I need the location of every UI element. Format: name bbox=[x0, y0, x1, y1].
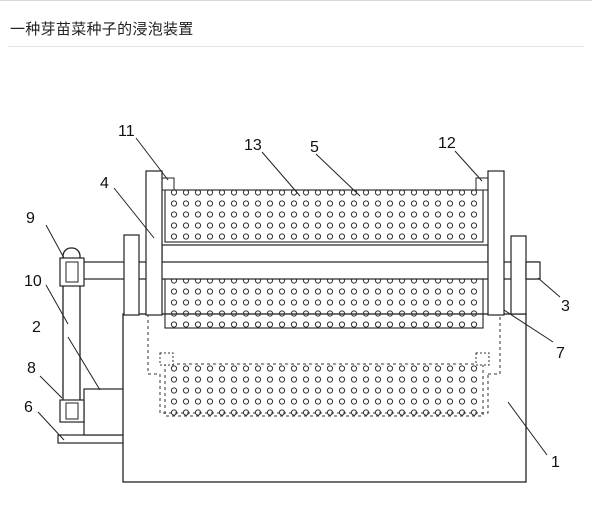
callout-1: 1 bbox=[551, 454, 560, 471]
callout-3: 3 bbox=[561, 298, 570, 315]
page-title: 一种芽苗菜种子的浸泡装置 bbox=[10, 20, 194, 38]
callout-12: 12 bbox=[438, 135, 456, 152]
middle-basket bbox=[164, 277, 484, 329]
callout-labels: 1 2 3 4 5 6 7 8 9 10 11 12 13 bbox=[24, 123, 570, 471]
leader-lines bbox=[37, 137, 561, 456]
submerged-clip-right bbox=[475, 352, 490, 366]
submerged-basket bbox=[164, 363, 484, 417]
submerged-clip-left bbox=[159, 352, 174, 366]
callout-11: 11 bbox=[118, 123, 135, 140]
base-plate bbox=[57, 434, 127, 444]
callout-6: 6 bbox=[24, 399, 33, 416]
motor bbox=[83, 388, 125, 436]
left-bearing bbox=[123, 234, 140, 316]
bottom-pulley-hub bbox=[65, 402, 79, 420]
callout-4: 4 bbox=[100, 175, 109, 192]
top-pulley-hub bbox=[65, 261, 79, 283]
submerged-outline bbox=[147, 314, 501, 414]
callout-8: 8 bbox=[27, 360, 36, 377]
top-clip-right bbox=[475, 177, 489, 191]
cross-bar bbox=[161, 244, 489, 264]
callout-9: 9 bbox=[26, 210, 35, 227]
callout-2: 2 bbox=[32, 319, 41, 336]
left-frame bbox=[145, 170, 163, 316]
callout-10: 10 bbox=[24, 273, 42, 290]
right-bearing bbox=[510, 235, 527, 315]
callout-13: 13 bbox=[244, 137, 262, 154]
right-frame bbox=[487, 170, 505, 316]
title-divider bbox=[8, 46, 584, 47]
callout-7: 7 bbox=[556, 345, 565, 362]
page-header: 一种芽苗菜种子的浸泡装置 bbox=[0, 0, 592, 47]
callout-5: 5 bbox=[310, 139, 319, 156]
shaft-end-cap bbox=[525, 261, 541, 280]
top-basket bbox=[164, 189, 484, 243]
